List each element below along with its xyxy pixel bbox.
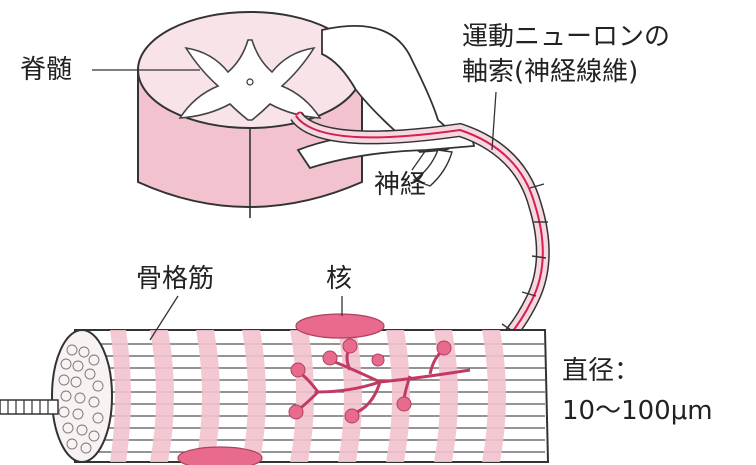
label-nucleus: 核	[326, 266, 352, 292]
label-motor-neuron-line2: 軸索(神経線維)	[462, 59, 638, 85]
label-motor-neuron-line1: 運動ニューロンの	[462, 24, 670, 50]
nucleus-top	[296, 314, 384, 338]
label-spinal-cord: 脊髄	[20, 57, 72, 83]
label-skeletal-muscle: 骨格筋	[136, 266, 214, 292]
central-canal	[247, 79, 253, 85]
nucleus-bottom	[178, 447, 262, 465]
muscle-fiber	[52, 314, 548, 465]
label-nerve: 神経	[374, 172, 426, 198]
label-diameter-line2: 10〜100μm	[562, 398, 713, 424]
nerve-stub	[0, 400, 58, 414]
label-diameter-line1: 直径：	[562, 358, 640, 384]
